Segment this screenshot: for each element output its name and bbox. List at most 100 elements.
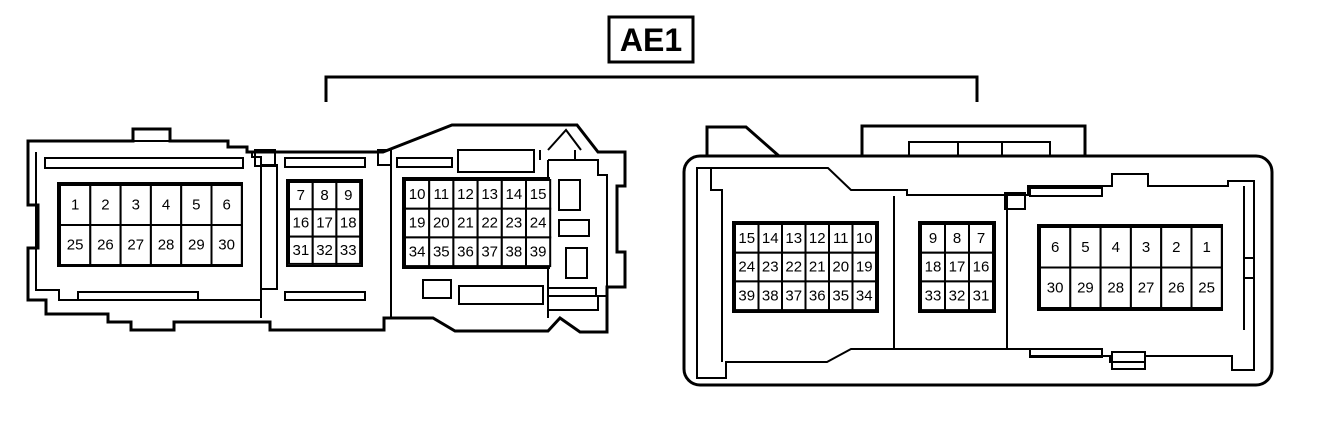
pin-number: 16 [293,214,310,231]
pin-cell: 22 [476,207,503,239]
pin-cell: 7 [968,223,994,254]
pin-number: 39 [738,287,755,304]
pin-number: 36 [457,243,474,260]
pin-cell: 14 [757,223,783,254]
pin-cell: 27 [1129,266,1163,309]
pin-cell: 8 [944,223,970,254]
pin-cell: 1 [1190,226,1223,269]
pin-cell: 10 [851,223,877,254]
pin-number: 9 [929,230,937,247]
pin-cell: 37 [781,280,807,312]
pin-number: 18 [340,214,357,231]
pin-number: 2 [101,197,109,214]
pin-number: 2 [1172,239,1180,256]
pin-number: 5 [1081,239,1089,256]
pin-cell: 33 [920,280,946,312]
pin-cell: 36 [804,280,830,312]
pin-number: 30 [1047,279,1064,296]
pin-number: 14 [506,186,523,203]
pin-cell: 4 [149,184,183,226]
pin-cell: 5 [180,184,213,226]
pin-cell: 23 [500,207,527,239]
pin-cell: 13 [476,179,503,210]
pin-cell: 26 [1160,266,1193,309]
pin-cell: 3 [1129,226,1163,269]
pin-number: 15 [530,186,547,203]
pin-cell: 2 [1160,226,1193,269]
left-connector-housing [26,123,627,334]
pin-number: 11 [434,186,450,203]
pin-cell: 9 [335,181,362,211]
pin-number: 22 [481,215,498,232]
pin-cell: 28 [149,224,183,266]
pin-cell: 11 [828,223,854,254]
pin-cell: 19 [851,251,877,283]
pin-cell: 35 [828,280,854,312]
pin-cell: 24 [734,251,760,283]
pin-number: 9 [344,187,352,204]
pin-number: 29 [1077,279,1094,296]
pin-cell: 21 [804,251,830,283]
pin-cell: 15 [525,179,552,210]
pin-cell: 23 [757,251,783,283]
pin-number: 4 [1112,239,1120,256]
pin-cell: 21 [452,207,479,239]
pin-number: 26 [1168,279,1185,296]
pin-number: 21 [457,215,474,232]
pin-number: 10 [856,230,873,247]
pin-cell: 32 [944,280,970,312]
pin-cell: 33 [335,235,362,265]
pin-number: 36 [809,287,826,304]
pin-number: 32 [316,242,333,259]
pin-cell: 3 [119,184,152,226]
pin-number: 35 [433,243,450,260]
pin-cell: 16 [288,208,314,238]
pin-cell: 19 [404,207,431,239]
pin-cell: 6 [210,184,243,226]
pin-cell: 14 [500,179,527,210]
pin-cell: 31 [968,280,994,312]
connector-bracket [324,75,979,102]
pin-number: 37 [785,287,802,304]
pin-number: 5 [192,197,200,214]
pin-cell: 11 [428,179,455,210]
pin-cell: 35 [428,236,455,268]
pin-cell: 25 [59,224,92,266]
pin-cell: 30 [210,224,243,266]
pin-number: 34 [856,287,873,304]
pin-cell: 28 [1099,266,1132,309]
pin-number: 24 [530,215,547,232]
pin-number: 31 [973,287,990,304]
pin-cell: 29 [1069,266,1102,309]
pin-number: 12 [457,186,474,203]
pin-number: 1 [71,197,79,214]
right-connector-housing [682,154,1274,387]
pin-number: 6 [1051,239,1059,256]
pin-number: 3 [1142,239,1150,256]
pin-number: 33 [340,242,357,259]
pin-number: 20 [433,215,450,232]
pin-cell: 27 [119,224,152,266]
pin-number: 8 [320,187,328,204]
pin-number: 4 [162,197,170,214]
pin-number: 33 [925,287,942,304]
pin-cell: 4 [1099,226,1132,269]
pin-number: 23 [506,215,523,232]
pin-cell: 34 [851,280,877,312]
pin-number: 28 [158,237,175,254]
pin-number: 13 [481,186,498,203]
pin-cell: 30 [1039,266,1072,309]
pin-number: 29 [188,237,205,254]
pin-number: 31 [293,242,310,259]
pin-cell: 32 [311,235,338,265]
pin-number: 24 [738,259,755,276]
pin-cell: 17 [311,208,338,238]
pin-cell: 6 [1039,226,1072,269]
pin-cell: 18 [920,251,946,283]
pin-number: 27 [1138,279,1155,296]
pin-number: 19 [409,215,426,232]
pin-number: 23 [762,259,779,276]
pin-number: 7 [977,230,985,247]
connector-label-text: AE1 [620,22,682,58]
